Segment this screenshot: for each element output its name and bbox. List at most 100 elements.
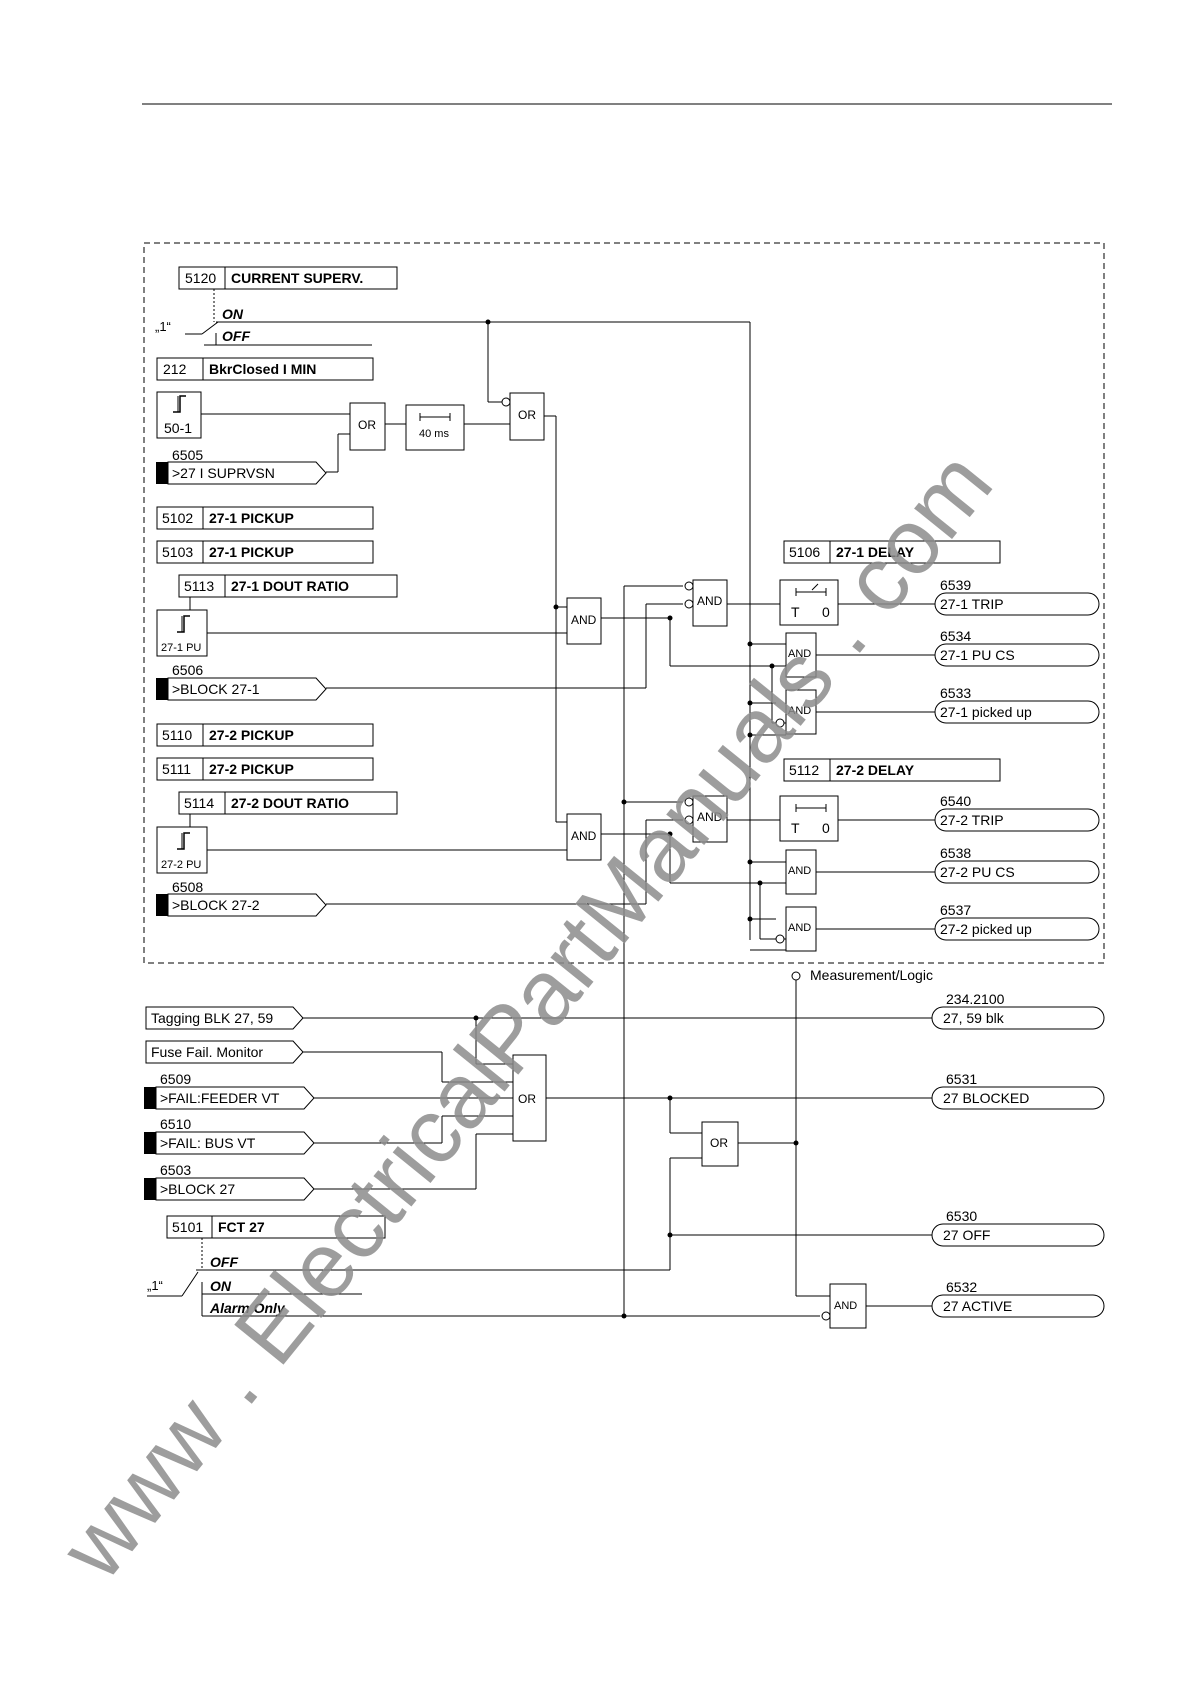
svg-text:CURRENT SUPERV.: CURRENT SUPERV. [231,270,363,286]
setting-5111: 5111 27-2 PICKUP [156,757,374,781]
output-6539: 6539 27-1 TRIP [934,577,1100,616]
or-gate-2: OR [501,392,545,441]
input-6505: 6505 >27 I SUPRVSN [156,447,327,485]
svg-text:27-1 picked up: 27-1 picked up [940,704,1032,720]
svg-text:>BLOCK 27-2: >BLOCK 27-2 [172,897,260,913]
switch1-default: „1“ [155,319,171,334]
svg-text:0: 0 [822,820,830,836]
and-gate-27-1-a: AND [566,597,602,645]
setting-5110: 5110 27-2 PICKUP [156,723,374,747]
setting-5112: 5112 27-2 DELAY [783,758,1001,782]
svg-text:6534: 6534 [940,628,971,644]
svg-text:27 ACTIVE: 27 ACTIVE [943,1298,1012,1314]
output-6533: 6533 27-1 picked up [934,685,1100,724]
setting-5113: 5113 27-1 DOUT RATIO [178,574,398,598]
setting-5101: 5101 FCT 27 [166,1215,386,1239]
svg-text:27 OFF: 27 OFF [943,1227,990,1243]
svg-text:27-2 TRIP: 27-2 TRIP [940,812,1004,828]
svg-text:5110: 5110 [162,727,192,743]
wiring [196,321,935,1317]
svg-text:Tagging BLK 27, 59: Tagging BLK 27, 59 [151,1010,273,1026]
relay-27-2-pu: 27-2 PU [156,814,208,874]
svg-text:AND: AND [788,922,811,934]
svg-text:AND: AND [834,1300,857,1312]
setting-5114: 5114 27-2 DOUT RATIO [178,791,398,815]
svg-text:27-2 DELAY: 27-2 DELAY [836,762,915,778]
svg-text:40 ms: 40 ms [419,428,449,440]
svg-text:27-1 DOUT RATIO: 27-1 DOUT RATIO [231,578,349,594]
input-6503: 6503 >BLOCK 27 [144,1162,315,1201]
svg-text:27-1 PU CS: 27-1 PU CS [940,647,1015,663]
svg-text:>FAIL: BUS VT: >FAIL: BUS VT [160,1135,256,1151]
input-6510: 6510 >FAIL: BUS VT [144,1116,315,1155]
and-gate-active: AND [821,1283,867,1329]
svg-text:OR: OR [710,1136,728,1150]
svg-text:6510: 6510 [160,1116,191,1132]
output-6530: 6530 27 OFF [931,1208,1105,1247]
relay-50-1: 50-1 [156,391,202,439]
svg-text:0: 0 [822,604,830,620]
svg-text:OR: OR [518,1092,536,1106]
and-gate-27-2-pickup: AND [775,906,817,952]
svg-text:27, 59 blk: 27, 59 blk [943,1010,1005,1026]
setting-5106: 5106 27-1 DELAY [783,540,1001,564]
svg-text:27-2 DOUT RATIO: 27-2 DOUT RATIO [231,795,349,811]
switch1-off: OFF [222,328,250,344]
or-gate-small: OR [701,1121,739,1167]
input-6508: 6508 >BLOCK 27-2 [156,879,327,917]
relay-27-1-pu: 27-1 PU [156,597,208,657]
junction-dots [473,319,799,1319]
svg-text:5102: 5102 [162,510,193,526]
switch2-default: „1“ [147,1278,163,1293]
svg-text:27-2 PICKUP: 27-2 PICKUP [209,727,294,743]
output-6532: 6532 27 ACTIVE [931,1279,1105,1318]
and-gate-27-1-pickup: AND [775,689,817,735]
svg-text:27-2 picked up: 27-2 picked up [940,921,1032,937]
svg-text:27-1 PICKUP: 27-1 PICKUP [209,544,294,560]
input-fuse-fail-monitor: Fuse Fail. Monitor [145,1040,304,1064]
svg-text:AND: AND [571,829,597,843]
svg-text:27-2 PICKUP: 27-2 PICKUP [209,761,294,777]
and-gate-27-1-b: AND [684,579,728,627]
and-gate-27-2-pucs: AND [785,849,817,895]
svg-text:27-1 TRIP: 27-1 TRIP [940,596,1004,612]
output-6537: 6537 27-2 picked up [934,902,1100,941]
output-6540: 6540 27-2 TRIP [934,793,1100,832]
svg-text:6506: 6506 [172,662,203,678]
switch-current-superv [185,289,372,346]
or-gate-block: OR [512,1054,547,1142]
switch-fct27 [147,1238,203,1316]
timer-27-1: T 0 [779,579,839,626]
svg-text:50-1: 50-1 [164,420,192,436]
svg-text:5120: 5120 [185,270,216,286]
svg-text:BkrClosed I MIN: BkrClosed I MIN [209,361,316,377]
svg-text:AND: AND [697,810,723,824]
svg-text:6538: 6538 [940,845,971,861]
and-gate-27-1-pucs: AND [785,632,817,678]
svg-text:AND: AND [788,865,811,877]
svg-text:>27 I SUPRVSN: >27 I SUPRVSN [172,465,275,481]
timer-40ms: 40 ms [405,404,465,451]
svg-text:FCT 27: FCT 27 [218,1219,265,1235]
setting-5103: 5103 27-1 PICKUP [156,540,374,564]
svg-text:5112: 5112 [789,762,819,778]
svg-text:234.2100: 234.2100 [946,991,1005,1007]
switch2-alarm-only: Alarm Only [209,1300,286,1316]
svg-text:6505: 6505 [172,447,203,463]
svg-text:6539: 6539 [940,577,971,593]
svg-text:27 BLOCKED: 27 BLOCKED [943,1090,1029,1106]
svg-text:>FAIL:FEEDER VT: >FAIL:FEEDER VT [160,1090,280,1106]
svg-text:27-1 PU: 27-1 PU [161,642,201,654]
and-gate-27-2-a: AND [566,813,602,861]
svg-text:AND: AND [571,613,597,627]
svg-text:5111: 5111 [162,761,191,777]
svg-text:6530: 6530 [946,1208,977,1224]
setting-5102: 5102 27-1 PICKUP [156,506,374,530]
switch1-on: ON [222,306,244,322]
svg-text:212: 212 [163,361,187,377]
measurement-logic-label: Measurement/Logic [810,967,933,983]
svg-text:T: T [791,820,800,836]
svg-text:>BLOCK 27-1: >BLOCK 27-1 [172,681,260,697]
svg-text:OR: OR [358,418,376,432]
switch2-off: OFF [210,1254,238,1270]
